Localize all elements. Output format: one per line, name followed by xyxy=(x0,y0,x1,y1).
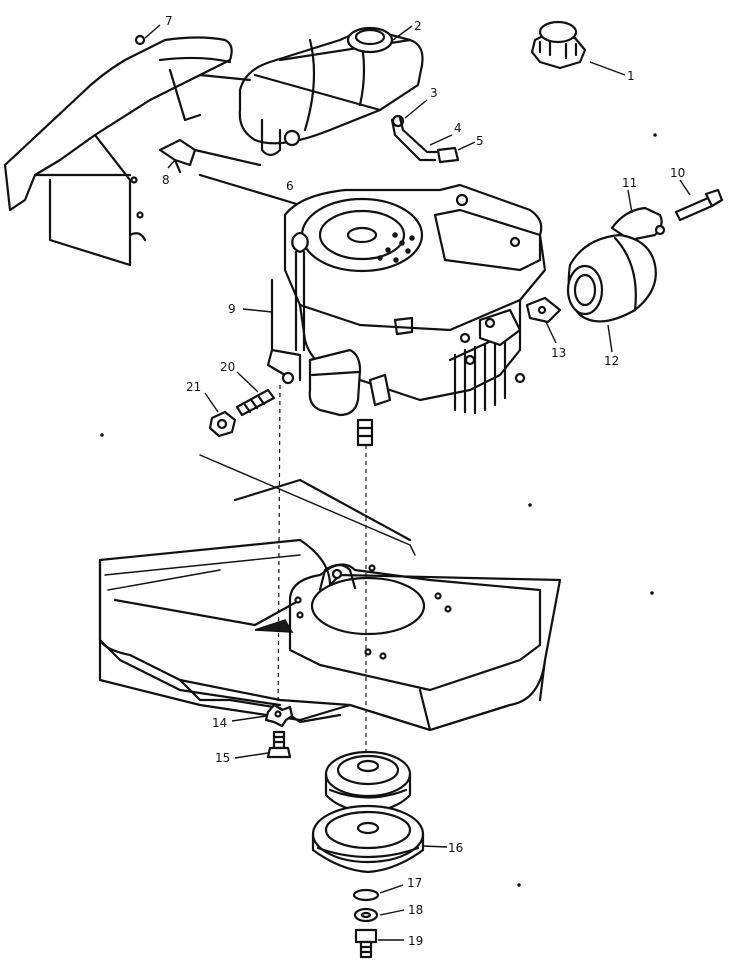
fuel-cap xyxy=(530,20,626,76)
callout-3: 3 xyxy=(430,86,438,100)
engine-block xyxy=(242,183,547,447)
callout-8: 8 xyxy=(162,173,170,187)
mower-deck xyxy=(98,454,562,732)
callout-9: 9 xyxy=(228,302,236,316)
air-cleaner xyxy=(525,179,724,353)
lock-washer-and-bolt xyxy=(231,703,294,759)
washers-and-bolt xyxy=(352,884,405,959)
callout-15: 15 xyxy=(215,751,230,765)
callout-18: 18 xyxy=(408,903,423,917)
callout-19: 19 xyxy=(408,934,423,948)
callout-14: 14 xyxy=(212,716,227,730)
fuel-tank xyxy=(238,25,424,157)
callout-4: 4 xyxy=(454,121,462,135)
callout-17: 17 xyxy=(407,876,422,890)
rear-shroud xyxy=(3,24,302,267)
callout-21: 21 xyxy=(186,380,201,394)
pulley-assembly xyxy=(311,750,448,874)
callout-16: 16 xyxy=(448,841,463,855)
callout-6: 6 xyxy=(286,179,294,193)
callout-5: 5 xyxy=(476,134,484,148)
callout-13: 13 xyxy=(551,346,566,360)
callout-1: 1 xyxy=(627,69,635,83)
callout-7: 7 xyxy=(165,14,173,28)
callout-20: 20 xyxy=(220,360,235,374)
callout-12: 12 xyxy=(604,354,619,368)
callout-2: 2 xyxy=(414,19,422,33)
callout-labels: 1 2 3 4 5 6 7 8 9 10 11 12 13 14 15 16 1… xyxy=(162,14,685,948)
fuel-line xyxy=(390,99,476,164)
bolt-and-nut xyxy=(204,371,276,438)
callout-11: 11 xyxy=(622,176,637,190)
callout-10: 10 xyxy=(670,166,685,180)
speck-marks xyxy=(100,133,657,887)
